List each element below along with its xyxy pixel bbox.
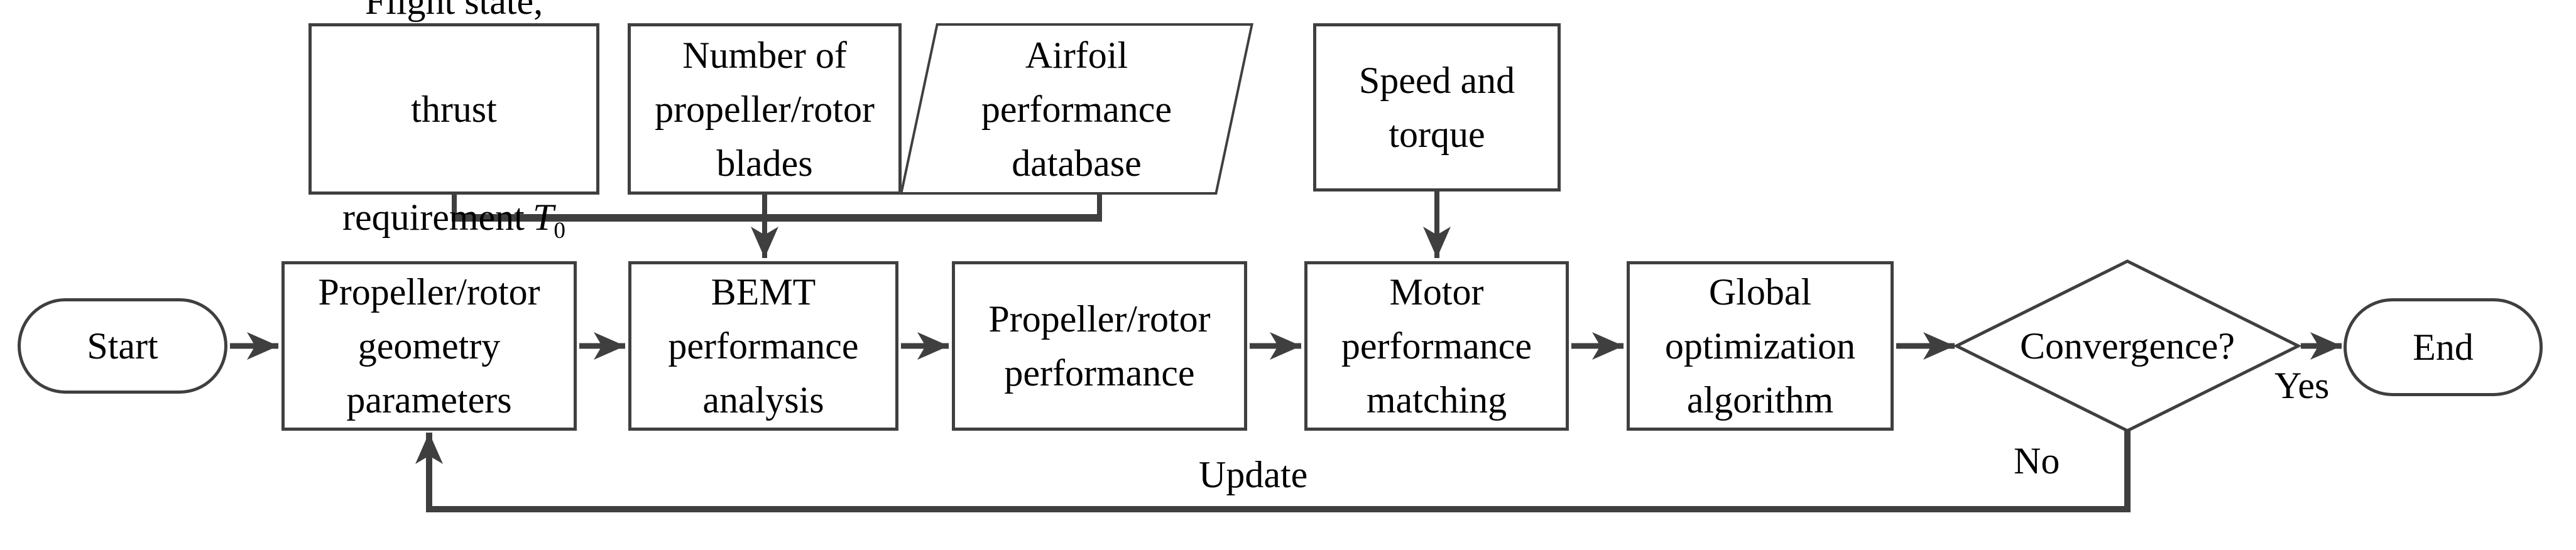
node-label: End (2413, 326, 2474, 368)
node-label: Speed and torque (1358, 60, 1515, 155)
node-label: Propeller/rotor geometry parameters (318, 271, 540, 421)
node-label: Global optimization algorithm (1664, 271, 1856, 421)
node-airfoil-database: Airfoil performance database (918, 23, 1235, 195)
node-label: Start (87, 325, 158, 367)
node-label: Convergence? (2019, 325, 2235, 367)
node-label: Motor performance matching (1341, 271, 1532, 421)
node-label: Airfoil performance database (981, 34, 1172, 184)
node-label: Number of propeller/rotor blades (655, 34, 875, 184)
edge-label-no: No (2014, 440, 2060, 482)
edge-label-update: Update (1199, 454, 1308, 495)
node-bemt-analysis: BEMT performance analysis (628, 261, 898, 431)
node-blade-number: Number of propeller/rotor blades (628, 23, 902, 195)
edge-label-yes: Yes (2274, 365, 2330, 406)
node-convergence-diamond (1953, 259, 2302, 433)
node-propeller-performance: Propeller/rotor performance (952, 261, 1247, 431)
node-start: Start (18, 298, 227, 394)
edge-no-update-feedback (415, 431, 2131, 512)
node-label: BEMT performance analysis (668, 271, 859, 421)
node-label: Propeller/rotor performance (988, 298, 1211, 394)
node-geometry-parameters: Propeller/rotor geometry parameters (281, 261, 577, 431)
node-global-optimization: Global optimization algorithm (1627, 261, 1894, 431)
node-convergence: Convergence? (1957, 261, 2298, 431)
node-motor-matching: Motor performance matching (1304, 261, 1569, 431)
node-end: End (2344, 298, 2543, 396)
node-speed-torque: Speed and torque (1313, 23, 1561, 191)
